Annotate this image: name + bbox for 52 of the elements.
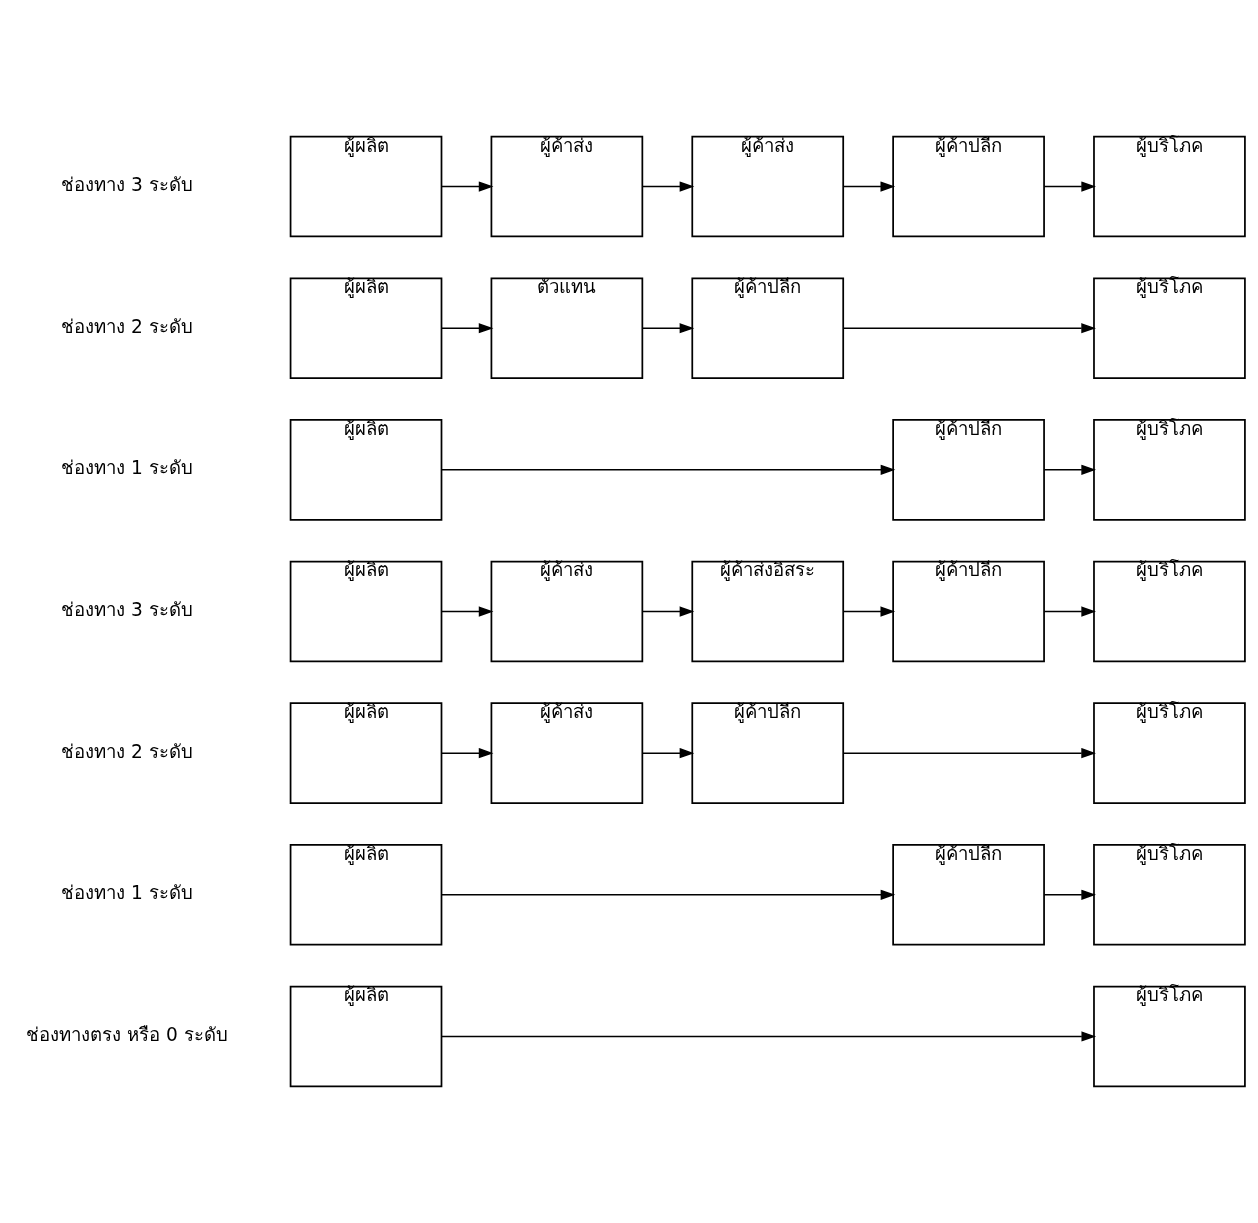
arrow bbox=[1043, 181, 1096, 192]
arrow bbox=[441, 1031, 1097, 1042]
node-box: ผู้ผลิต bbox=[289, 277, 443, 379]
node-box: ผู้ค้าส่งอิสระ bbox=[691, 560, 845, 663]
arrow bbox=[440, 323, 494, 334]
label: ช่องทาง 3 ระดับ bbox=[61, 598, 193, 620]
label: ช่องทาง 2 ระดับ bbox=[61, 315, 193, 337]
arrow bbox=[641, 606, 695, 617]
node-box: ผู้ค้าปลีก bbox=[892, 135, 1045, 238]
arrow bbox=[641, 323, 695, 334]
arrow bbox=[1043, 464, 1096, 475]
node-box: ผู้ผลิต bbox=[289, 844, 443, 946]
node-box: ผู้บริโภค bbox=[1093, 135, 1246, 238]
arrow bbox=[641, 181, 695, 192]
node-box: ตัวแทน bbox=[490, 277, 644, 379]
node-box: ผู้บริโภค bbox=[1093, 277, 1246, 379]
label: ช่องทาง 1 ระดับ bbox=[61, 457, 193, 479]
node-box: ผู้บริโภค bbox=[1093, 560, 1246, 663]
arrow bbox=[440, 606, 494, 617]
node-box: ผู้ค้าปลีก bbox=[892, 419, 1045, 521]
node-box: ผู้ค้าปลีก bbox=[691, 702, 845, 804]
arrow bbox=[440, 748, 494, 759]
label: ช่องทางตรง หรือ 0 ระดับ bbox=[26, 1023, 228, 1045]
node-box: ผู้ผลิต bbox=[289, 135, 443, 238]
node-box: ผู้ค้าปลีก bbox=[691, 277, 845, 379]
node-box: ผู้บริโภค bbox=[1093, 985, 1246, 1088]
arrow bbox=[440, 464, 896, 475]
node-box: ผู้ค้าส่ง bbox=[490, 560, 644, 663]
arrow bbox=[641, 748, 695, 759]
node-box: ผู้บริโภค bbox=[1093, 844, 1246, 946]
node-box: ผู้ค้าปลีก bbox=[892, 844, 1045, 946]
node-box: ผู้ผลิต bbox=[289, 419, 443, 521]
arrow bbox=[440, 181, 494, 192]
node-box: ผู้ค้าส่ง bbox=[490, 135, 644, 238]
label: ช่องทาง 1 ระดับ bbox=[61, 882, 193, 904]
node-box: ผู้ค้าส่ง bbox=[691, 135, 845, 238]
node-box: ผู้ผลิต bbox=[289, 702, 443, 804]
node-box: ผู้ผลิต bbox=[289, 560, 443, 663]
arrow bbox=[842, 606, 896, 617]
arrow bbox=[842, 748, 1096, 759]
label: ช่องทาง 2 ระดับ bbox=[61, 740, 193, 762]
node-box: ผู้ค้าส่ง bbox=[490, 702, 644, 804]
arrow bbox=[440, 889, 896, 900]
label: ช่องทาง 3 ระดับ bbox=[61, 173, 193, 195]
arrow bbox=[842, 181, 896, 192]
arrow bbox=[1043, 606, 1096, 617]
node-box: ผู้บริโภค bbox=[1093, 702, 1246, 804]
arrow bbox=[842, 323, 1096, 334]
node-box: ผู้บริโภค bbox=[1093, 419, 1246, 521]
node-box: ผู้ผลิต bbox=[289, 985, 443, 1088]
node-box: ผู้ค้าปลีก bbox=[892, 560, 1045, 663]
arrow bbox=[1043, 889, 1096, 900]
